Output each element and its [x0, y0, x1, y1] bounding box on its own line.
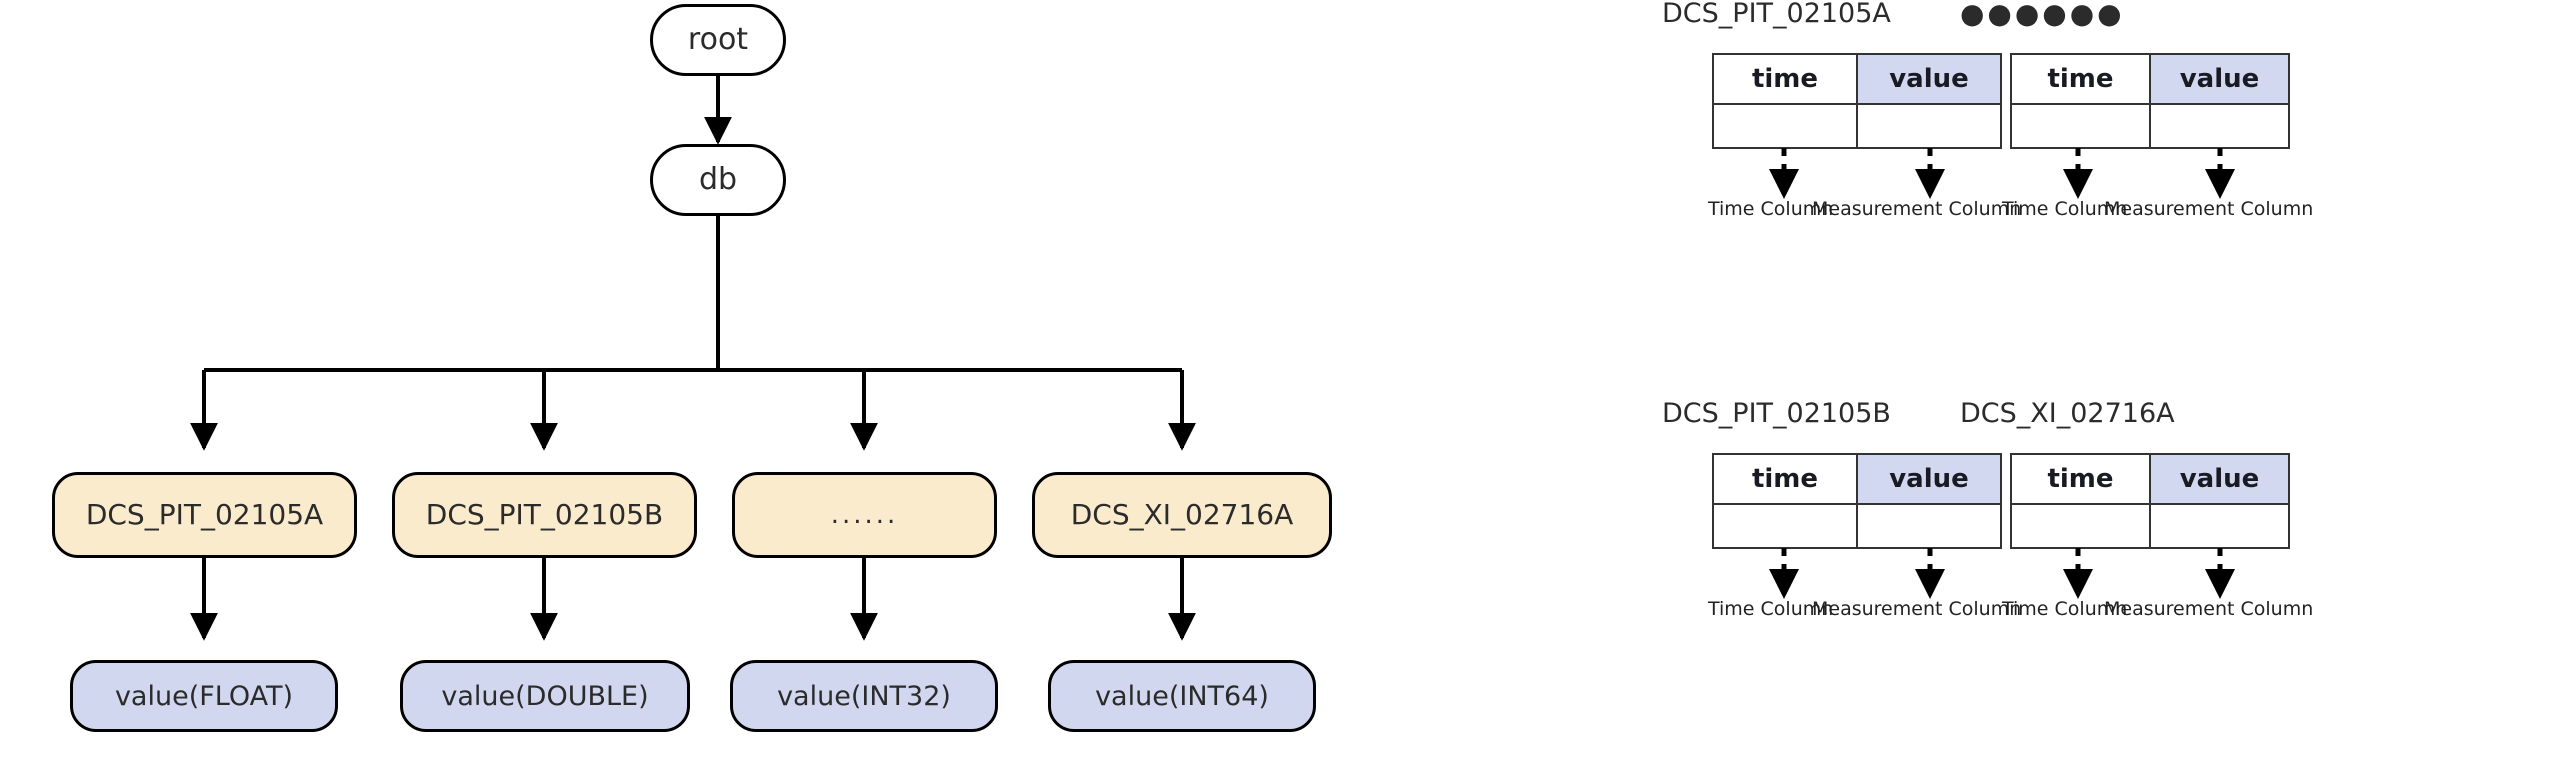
tree-node-value-3-label: value(INT64) — [1095, 680, 1269, 712]
tree-node-series-2-label: ...... — [830, 500, 899, 530]
table-group-1: ●●●●●● time value — [1960, 0, 2380, 380]
tree-node-value-2-label: value(INT32) — [777, 680, 951, 712]
table-3-header-time: time — [2010, 453, 2151, 505]
table-2: time value — [1712, 453, 2002, 549]
tree-node-series-0-label: DCS_PIT_02105A — [85, 498, 324, 531]
table-2-header-time: time — [1712, 453, 1858, 505]
tree-node-series-3[interactable]: DCS_XI_02716A — [1032, 472, 1332, 558]
table-0-header-value: value — [1856, 53, 2002, 105]
table-row: time value — [2010, 53, 2290, 105]
table-row — [1712, 103, 2002, 149]
table-1-header-value: value — [2149, 53, 2290, 105]
tree-node-series-3-label: DCS_XI_02716A — [1070, 498, 1294, 531]
table-group-2-caption-value: Measurement Column — [1812, 598, 2022, 620]
table-group-2: DCS_PIT_02105B time value — [1662, 400, 2082, 784]
table-1-cell-time — [2010, 103, 2151, 149]
table-group-0-caption-value: Measurement Column — [1812, 198, 2022, 220]
table-group-2-title: DCS_PIT_02105B — [1662, 398, 1891, 429]
table-group-1-title: ●●●●●● — [1960, 0, 2125, 30]
tree-node-value-1[interactable]: value(DOUBLE) — [400, 660, 690, 732]
tree-node-series-1[interactable]: DCS_PIT_02105B — [392, 472, 697, 558]
table-groups-panel: DCS_PIT_02105A time value — [1600, 0, 2560, 784]
tree-node-value-0-label: value(FLOAT) — [114, 680, 294, 712]
tree-node-value-2[interactable]: value(INT32) — [730, 660, 998, 732]
tree-node-series-1-label: DCS_PIT_02105B — [425, 498, 664, 531]
tree-node-series-2[interactable]: ...... — [732, 472, 997, 558]
tree-node-value-0[interactable]: value(FLOAT) — [70, 660, 338, 732]
tree-node-db-label: db — [698, 162, 738, 197]
table-3-cell-value — [2149, 503, 2290, 549]
table-row: time value — [2010, 453, 2290, 505]
table-3-cell-time — [2010, 503, 2151, 549]
tree-diagram: root db DCS_PIT_02105A DCS_PIT_02105B ..… — [52, 4, 1332, 732]
table-group-3-title: DCS_XI_02716A — [1960, 398, 2175, 429]
table-group-0-title: DCS_PIT_02105A — [1662, 0, 1891, 29]
table-1-cell-value — [2149, 103, 2290, 149]
table-0: time value — [1712, 53, 2002, 149]
table-row: time value — [1712, 453, 2002, 505]
table-row — [2010, 103, 2290, 149]
table-group-3-caption-time: Time Column — [2002, 598, 2128, 620]
table-0-header-time: time — [1712, 53, 1858, 105]
table-2-cell-value — [1856, 503, 2002, 549]
table-3: time value — [2010, 453, 2290, 549]
table-group-2-caption-time: Time Column — [1708, 598, 1834, 620]
table-group-3-caption-value: Measurement Column — [2104, 598, 2314, 620]
table-row — [2010, 503, 2290, 549]
table-group-0-caption-time: Time Column — [1708, 198, 1834, 220]
tree-node-series-0[interactable]: DCS_PIT_02105A — [52, 472, 357, 558]
table-0-cell-value — [1856, 103, 2002, 149]
table-row — [1712, 503, 2002, 549]
table-3-header-value: value — [2149, 453, 2290, 505]
table-group-1-caption-time: Time Column — [2002, 198, 2128, 220]
table-1-header-time: time — [2010, 53, 2151, 105]
table-group-0: DCS_PIT_02105A time value — [1662, 0, 2082, 380]
table-row: time value — [1712, 53, 2002, 105]
table-group-1-caption-value: Measurement Column — [2104, 198, 2314, 220]
tree-node-root[interactable]: root — [650, 4, 786, 76]
table-0-cell-time — [1712, 103, 1858, 149]
tree-node-db[interactable]: db — [650, 144, 786, 216]
tree-node-root-label: root — [687, 22, 749, 57]
tree-node-value-1-label: value(DOUBLE) — [441, 680, 649, 712]
table-2-header-value: value — [1856, 453, 2002, 505]
tree-node-value-3[interactable]: value(INT64) — [1048, 660, 1316, 732]
table-group-3: DCS_XI_02716A time value — [1960, 400, 2380, 784]
table-2-cell-time — [1712, 503, 1858, 549]
table-1: time value — [2010, 53, 2290, 149]
